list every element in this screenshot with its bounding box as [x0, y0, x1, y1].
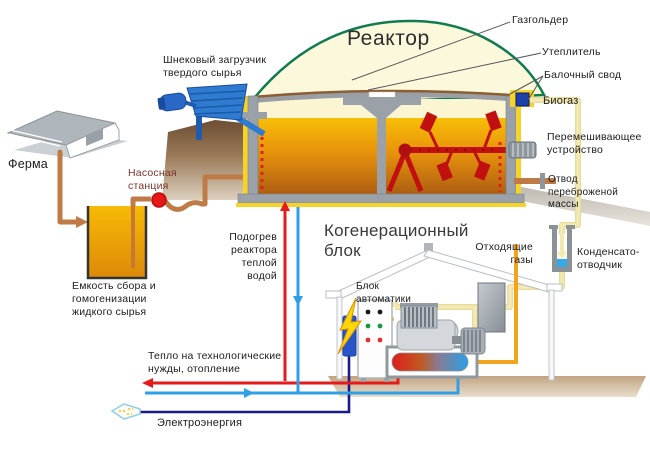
- label-condensate-trap: Конденсато- отводчик: [577, 246, 640, 272]
- support-column: [343, 97, 421, 194]
- farm-door: [86, 129, 103, 146]
- label-pump-station: Насосная станция: [128, 167, 177, 193]
- substrate-pipes: [57, 149, 259, 225]
- label-electricity: Электроэнергия: [157, 417, 243, 429]
- farm-building: [6, 110, 128, 159]
- electricity-spark: [110, 403, 141, 420]
- label-exhaust-gases: Отходящие газы: [475, 241, 533, 267]
- label-biogas: Биогаз: [543, 95, 579, 107]
- biogas-outlet: [510, 90, 534, 107]
- left-earth-mound: [162, 120, 252, 200]
- generator: [460, 327, 486, 355]
- label-collection-tank: Емкость сбора и гомогенизации жидкого сы…: [72, 280, 156, 319]
- power-connector: [337, 297, 363, 357]
- label-heat-supply: Тепло на технологические нужды, отоплени…: [148, 350, 282, 376]
- cold-water-arrows: [244, 296, 303, 398]
- label-insulation: Утеплитель: [542, 46, 601, 58]
- right-slope: [516, 186, 650, 226]
- cogeneration-title: Когенерационный блок: [324, 221, 469, 261]
- reactor-title: Реактор: [347, 27, 430, 50]
- label-mixer: Перемешивающее устройство: [547, 131, 642, 157]
- cylinder-head: [400, 305, 438, 329]
- label-gasholder: Газгольдер: [512, 14, 569, 26]
- collection-tank: [86, 196, 151, 280]
- label-automation-unit: Блок автоматики: [356, 281, 412, 305]
- screw-loader: [157, 83, 267, 140]
- condensate-trap: [549, 225, 575, 272]
- biogas-pipe: [392, 97, 581, 332]
- label-reactor-heating: Подогрев реактора теплой водой: [229, 231, 277, 283]
- mixer-motor: [508, 141, 537, 159]
- indicator-lights: [365, 309, 383, 343]
- mixer-assembly: [386, 110, 506, 192]
- electricity-line: [110, 356, 351, 420]
- hot-water-arrows: [142, 201, 290, 388]
- automation-cabinet: [357, 299, 393, 382]
- callout-lines: [351, 21, 544, 101]
- engine-unit: [385, 303, 486, 379]
- pump-station: [151, 192, 167, 208]
- substrate-arrow: [76, 216, 88, 228]
- label-screw-loader: Шнековый загрузчик твердого сырья: [163, 54, 267, 80]
- label-beam-vault: Балочный свод: [544, 69, 622, 81]
- reactor-tank: [251, 89, 511, 194]
- lightning-bolt-icon: [337, 297, 363, 355]
- label-farm: Ферма: [8, 157, 48, 171]
- cogeneration-house: [325, 243, 563, 381]
- heat-exchanger: [391, 352, 469, 372]
- radiator-panel: [477, 282, 506, 333]
- label-digestate-outlet: Отвод переброженой массы: [548, 174, 619, 210]
- digestate-pipe: [514, 173, 556, 189]
